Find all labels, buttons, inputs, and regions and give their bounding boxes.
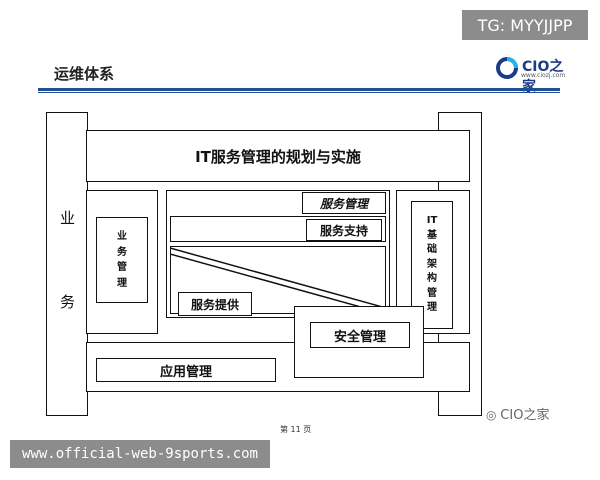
service-support-label: 服务支持 xyxy=(306,219,382,241)
logo-icon xyxy=(496,57,518,79)
it-infra-char: 构 xyxy=(427,273,437,285)
footer-url[interactable]: www.official-web-9sports.com xyxy=(10,440,270,468)
business-mgmt-char: 理 xyxy=(117,277,127,289)
business-mgmt-box: 业 务 管 理 xyxy=(96,217,148,303)
header-rule xyxy=(38,88,560,91)
planning-box: IT服务管理的规划与实施 xyxy=(86,130,470,182)
top-watermark: TG: MYYJJPP xyxy=(462,10,588,40)
logo-text: CIO之家 xyxy=(522,59,564,95)
business-column: 业 务 xyxy=(46,112,88,416)
diagonal-divider xyxy=(170,247,386,314)
it-infra-char: 架 xyxy=(427,258,437,270)
it-infra-char: 础 xyxy=(427,244,437,256)
security-mgmt-label: 安全管理 xyxy=(310,322,410,348)
service-mgmt-label: 服务管理 xyxy=(302,192,386,214)
logo-url: www.ciozj.com xyxy=(521,72,566,79)
slide-title: 运维体系 xyxy=(54,65,115,83)
wechat-icon: ◎ xyxy=(486,408,501,422)
cio-logo: CIO之家 www.ciozj.com xyxy=(496,56,566,95)
it-infra-char: 理 xyxy=(427,302,437,314)
it-infra-char: IT xyxy=(426,215,438,227)
business-mgmt-outer: 业 务 管 理 xyxy=(86,190,158,334)
business-mgmt-char: 务 xyxy=(117,246,127,258)
page-number: 第 11 页 xyxy=(280,425,312,434)
wechat-watermark: ◎ CIO之家 xyxy=(486,404,549,423)
it-infra-char: 管 xyxy=(427,287,437,299)
it-infra-char: 基 xyxy=(427,229,437,241)
app-mgmt-label: 应用管理 xyxy=(96,358,276,382)
header-rule-thin xyxy=(38,92,560,93)
service-delivery-label: 服务提供 xyxy=(178,292,252,316)
wechat-watermark-text: CIO之家 xyxy=(500,408,550,423)
business-char-1: 业 xyxy=(60,209,76,227)
business-char-2: 务 xyxy=(60,293,76,311)
business-mgmt-char: 业 xyxy=(117,231,127,242)
business-mgmt-char: 管 xyxy=(117,262,127,273)
